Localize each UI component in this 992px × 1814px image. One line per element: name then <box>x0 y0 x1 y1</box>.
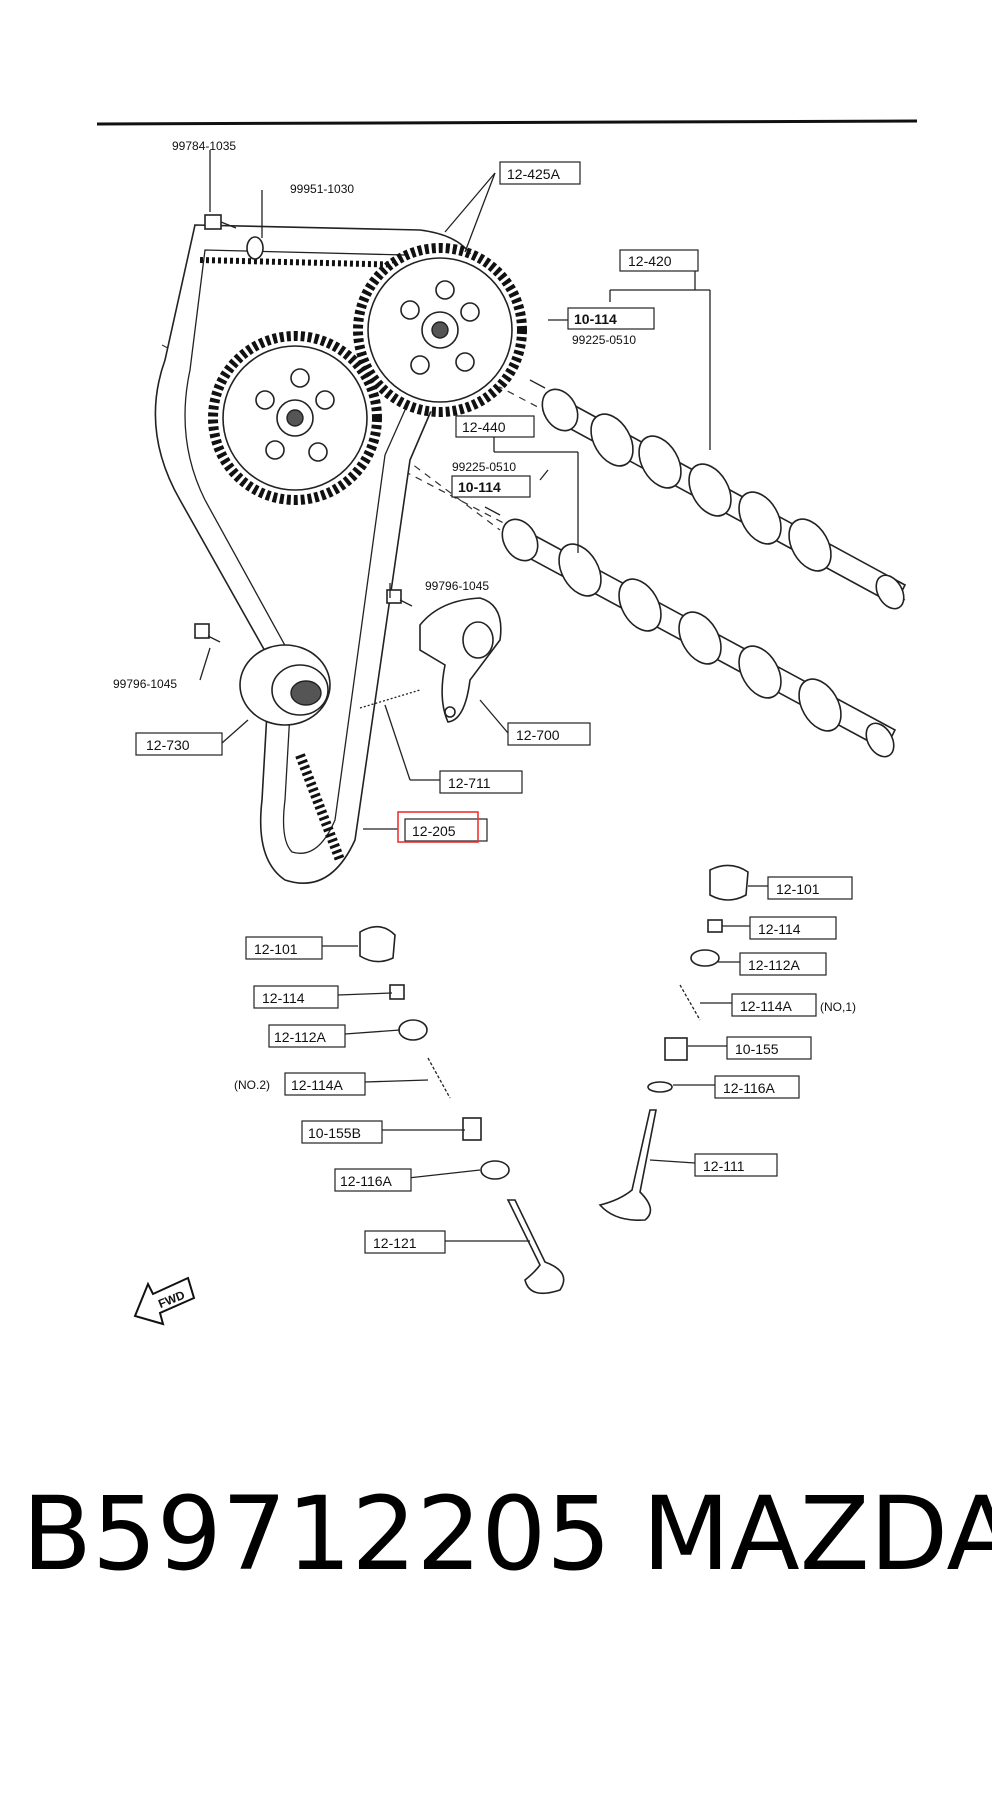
camshaft-pulley-right <box>353 243 527 417</box>
camshaft-pulley-left <box>208 331 382 505</box>
bolt-99796-upper <box>386 589 413 607</box>
callout-10-114-lower: 10-114 <box>458 479 501 495</box>
callout-99951-1030: 99951-1030 <box>290 182 354 196</box>
callout-99225-0510-upper: 99225-0510 <box>572 333 636 347</box>
washer-99951 <box>246 236 264 260</box>
tensioner <box>419 597 502 723</box>
callout-left-12-116A: 12-116A <box>340 1173 393 1189</box>
callout-99784-1035: 99784-1035 <box>172 139 236 153</box>
callout-no2: (NO.2) <box>234 1078 270 1092</box>
callout-left-12-101: 12-101 <box>254 941 298 957</box>
bolt-99784 <box>204 214 237 230</box>
callout-12-420: 12-420 <box>628 253 672 269</box>
right-valve-stack <box>598 864 749 1222</box>
callout-left-12-114: 12-114 <box>262 990 305 1006</box>
callout-right-10-155: 10-155 <box>735 1041 779 1057</box>
callout-right-12-114A: 12-114A <box>740 998 793 1014</box>
callout-12-711: 12-711 <box>448 775 491 791</box>
brand-name: MAZDA <box>642 1475 992 1594</box>
callout-12-205: 12-205 <box>412 823 456 839</box>
fwd-arrow-icon: FWD <box>133 1276 196 1326</box>
callout-99796-1045-upper: 99796-1045 <box>425 579 489 593</box>
callout-12-730: 12-730 <box>146 737 190 753</box>
callout-99225-0510-lower: 99225-0510 <box>452 460 516 474</box>
camshaft-upper <box>529 379 907 610</box>
footer: B59712205 MAZDA <box>22 1475 992 1594</box>
callout-12-425A: 12-425A <box>507 166 561 182</box>
callout-right-12-101: 12-101 <box>776 881 820 897</box>
top-rule <box>96 119 918 126</box>
callout-left-12-121: 12-121 <box>373 1235 417 1251</box>
callout-12-440: 12-440 <box>462 419 506 435</box>
highlight-box-12-205 <box>397 811 479 843</box>
callout-right-12-114: 12-114 <box>758 921 801 937</box>
left-valve-stack <box>359 925 565 1295</box>
callout-left-12-112A: 12-112A <box>274 1029 327 1045</box>
callout-no1: (NO,1) <box>820 1000 856 1014</box>
callout-left-10-155B: 10-155B <box>308 1125 361 1141</box>
callout-99796-1045-lower: 99796-1045 <box>113 677 177 691</box>
tensioner-spring <box>359 689 421 709</box>
part-number: B59712205 <box>22 1475 612 1594</box>
bolt-99796-lower <box>194 623 221 643</box>
callout-12-700: 12-700 <box>516 727 560 743</box>
callout-10-114-upper: 10-114 <box>574 311 617 327</box>
idler-pulley <box>239 644 331 726</box>
camshaft-lower <box>484 506 897 758</box>
callout-right-12-116A: 12-116A <box>723 1080 776 1096</box>
callout-left-12-114A: 12-114A <box>291 1077 344 1093</box>
parts-diagram: 99784-1035 99951-1030 12-425A 12-420 10-… <box>96 119 918 1326</box>
callout-right-12-111: 12-111 <box>703 1158 745 1174</box>
callout-right-12-112A: 12-112A <box>748 957 801 973</box>
leader-lines <box>199 150 768 1242</box>
